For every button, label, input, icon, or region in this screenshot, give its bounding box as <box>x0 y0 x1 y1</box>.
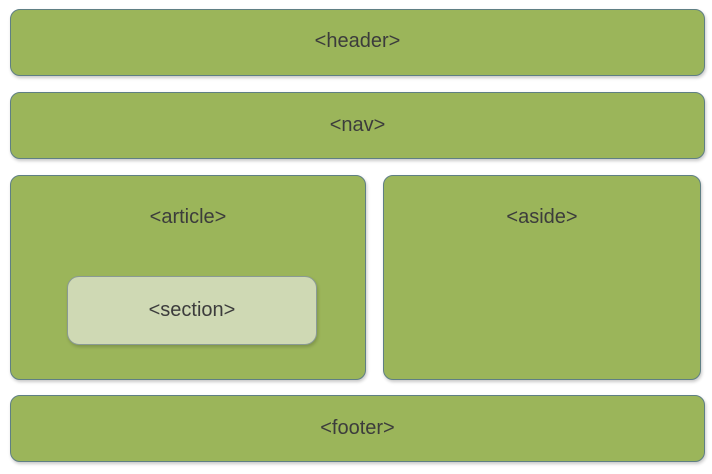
section-block: <section> <box>67 276 317 345</box>
section-label: <section> <box>148 299 236 321</box>
footer-block: <footer> <box>10 395 705 462</box>
aside-block: <aside> <box>383 175 701 380</box>
article-label: <article> <box>149 206 227 228</box>
nav-label: <nav> <box>329 114 386 136</box>
footer-label: <footer> <box>320 417 395 439</box>
nav-block: <nav> <box>10 92 705 159</box>
aside-label: <aside> <box>506 206 578 228</box>
header-label: <header> <box>314 30 401 52</box>
header-block: <header> <box>10 9 705 76</box>
